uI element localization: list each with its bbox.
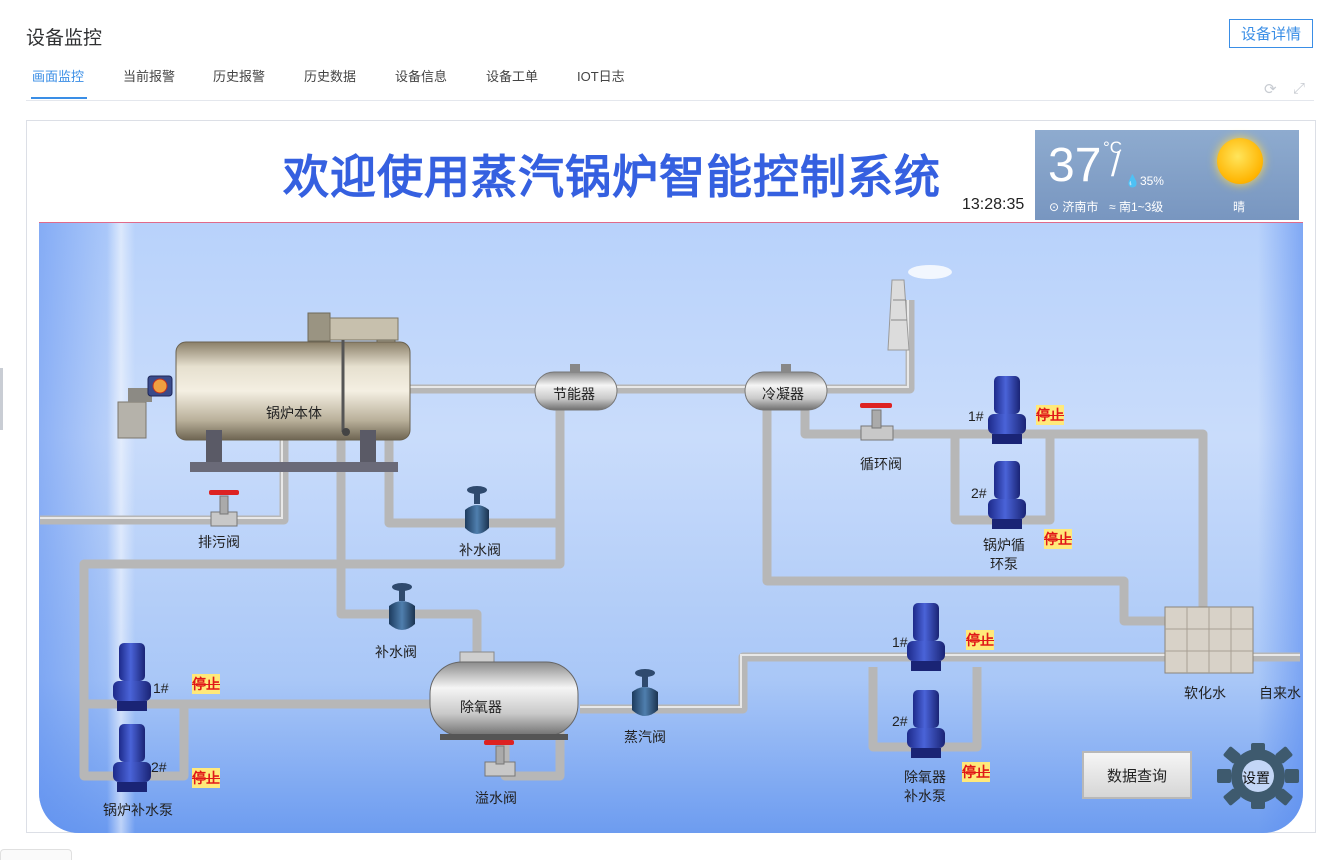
settings-button[interactable] <box>1215 743 1301 809</box>
soft-water-tank <box>1164 606 1254 674</box>
label-soft-water: 软化水 <box>1184 685 1226 701</box>
label-makeup-pump-1-number: 1# <box>153 680 169 696</box>
label-makeup-valve-1: 补水阀 <box>459 542 501 558</box>
status-makeup-pump-1: 停止 <box>192 674 220 694</box>
weather-wind: ≈ 南1~3级 <box>1109 198 1163 215</box>
label-boiler-makeup-pump: 锅炉补水泵 <box>103 802 173 818</box>
label-deaerator: 除氧器 <box>460 699 502 715</box>
globe-valves <box>389 486 658 716</box>
label-circ-pump-1-number: 1# <box>968 408 984 424</box>
tab-history-alarms[interactable]: 历史报警 <box>213 69 266 84</box>
refresh-icon[interactable]: ⟳ <box>1264 81 1277 98</box>
wind-icon: ≈ <box>1109 200 1116 214</box>
page-title: 设备监控 <box>26 28 103 49</box>
tab-iot-log[interactable]: IOT日志 <box>577 69 625 84</box>
label-circulation-valve: 循环阀 <box>860 456 902 472</box>
weather-sun-icon <box>1217 138 1263 184</box>
pumps <box>113 376 1026 792</box>
label-circ-pump-2-number: 2# <box>971 485 987 501</box>
weather-city: ⊙ 济南市 <box>1049 198 1098 215</box>
left-edge-marker <box>0 368 3 430</box>
clock: 13:28:35 <box>962 196 1025 213</box>
device-detail-button[interactable]: 设备详情 <box>1229 19 1313 48</box>
scene-shade-right <box>1258 223 1303 833</box>
circulation-pump-2-icon[interactable] <box>988 461 1026 529</box>
location-icon: ⊙ <box>1049 200 1060 214</box>
weather-unit: °C <box>1103 138 1123 157</box>
humidity-value: 35% <box>1139 174 1164 188</box>
boiler-body <box>117 312 411 472</box>
weather-condition: 晴 <box>1233 200 1246 214</box>
city-name: 济南市 <box>1062 200 1099 214</box>
boiler-makeup-pump-2-icon[interactable] <box>113 724 151 792</box>
label-circulation-pump: 锅炉循 环泵 <box>983 537 1025 572</box>
settings-label: 设置 <box>1242 770 1270 786</box>
status-circ-pump-1: 停止 <box>1036 405 1064 425</box>
label-deaerator-pump: 除氧器 补水泵 <box>904 769 946 804</box>
deaerator-tank <box>429 651 579 740</box>
process-scene <box>39 222 1303 833</box>
steam-valve-icon[interactable] <box>632 669 658 716</box>
gate-valves <box>209 403 894 777</box>
chimney <box>887 265 952 351</box>
label-makeup-pump-2-number: 2# <box>151 759 167 775</box>
tab-current-alarms[interactable]: 当前报警 <box>123 69 176 84</box>
condenser <box>744 364 828 411</box>
pipe-overflow <box>500 730 565 781</box>
status-circ-pump-2: 停止 <box>1044 529 1072 549</box>
wind-value: 南1~3级 <box>1118 200 1164 214</box>
circulation-valve-icon[interactable] <box>860 403 894 441</box>
status-makeup-pump-2: 停止 <box>192 768 220 788</box>
tab-work-orders[interactable]: 设备工单 <box>486 69 539 84</box>
deaerator-pump-1-icon[interactable] <box>907 603 945 671</box>
droplet-icon: 💧 <box>1125 174 1140 188</box>
blowdown-valve-icon[interactable] <box>209 490 239 527</box>
tab-device-info[interactable]: 设备信息 <box>395 69 448 84</box>
banner-title: 欢迎使用蒸汽锅炉智能控制系统 <box>283 151 941 203</box>
makeup-valve-2-icon[interactable] <box>389 583 415 630</box>
circulation-pump-1-icon[interactable] <box>988 376 1026 444</box>
status-deaerator-pump-1: 停止 <box>966 630 994 650</box>
pipe-main-steam <box>405 300 915 394</box>
boiler-makeup-pump-1-icon[interactable] <box>113 643 151 711</box>
data-query-button[interactable]: 数据查询 <box>1082 751 1192 799</box>
label-deaerator-pump-2-number: 2# <box>892 713 908 729</box>
pipe-condenser-return <box>762 405 1168 626</box>
pipe-steam-out <box>580 652 1300 714</box>
weather-widget: 37 °C / 💧35% ⊙ 济南市 ≈ 南1~3级 晴 <box>1035 130 1299 220</box>
gear-icon <box>1217 743 1299 809</box>
weather-slash: / <box>1111 146 1121 184</box>
weather-temperature: 37 <box>1048 139 1102 192</box>
label-tap-water: 自来水 <box>1259 685 1301 701</box>
label-makeup-valve-2: 补水阀 <box>375 644 417 660</box>
label-boiler: 锅炉本体 <box>266 405 322 421</box>
fullscreen-icon[interactable]: ⤢ <box>1293 80 1306 97</box>
label-economizer: 节能器 <box>553 386 595 402</box>
overflow-valve-icon[interactable] <box>484 740 516 777</box>
tab-bar: 画面监控 当前报警 历史报警 历史数据 设备信息 设备工单 IOT日志 <box>26 56 1314 101</box>
label-overflow-valve: 溢水阀 <box>475 790 517 806</box>
label-blowdown-valve: 排污阀 <box>198 534 240 550</box>
tab-screen-monitor[interactable]: 画面监控 <box>32 69 85 84</box>
pipe-blowdown <box>40 440 289 525</box>
label-steam-valve: 蒸汽阀 <box>624 729 666 745</box>
status-deaerator-pump-2: 停止 <box>962 762 990 782</box>
makeup-valve-1-icon[interactable] <box>465 486 489 534</box>
economizer <box>534 364 618 411</box>
label-condenser: 冷凝器 <box>762 386 804 402</box>
active-tab-underline <box>31 97 87 99</box>
deaerator-pump-2-icon[interactable] <box>907 690 945 758</box>
label-deaerator-pump-1-number: 1# <box>892 634 908 650</box>
weather-humidity: 💧35% <box>1125 174 1164 188</box>
tab-history-data[interactable]: 历史数据 <box>304 69 357 84</box>
bottom-page-tab[interactable] <box>0 849 72 860</box>
